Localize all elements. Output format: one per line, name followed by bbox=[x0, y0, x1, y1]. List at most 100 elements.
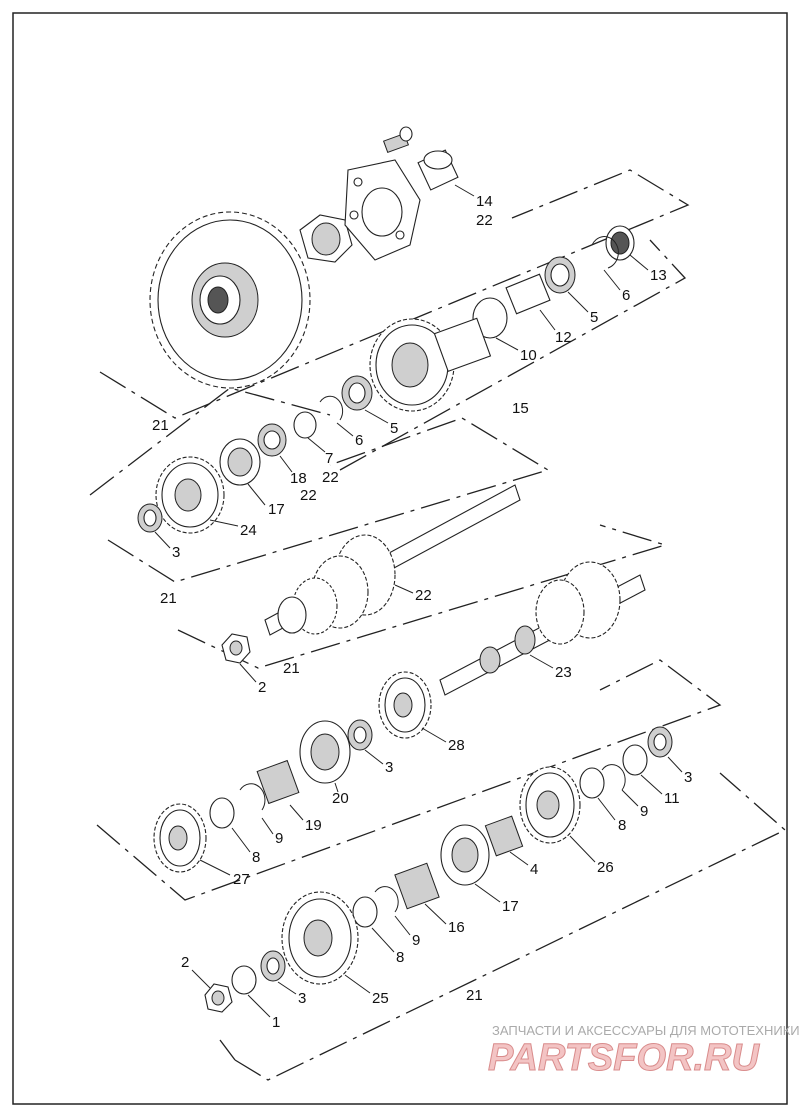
bearing-5b bbox=[341, 375, 373, 411]
label-17: 17 bbox=[268, 501, 285, 518]
group-boundary-mid bbox=[107, 417, 550, 583]
label-24: 24 bbox=[240, 522, 257, 539]
nut-2b bbox=[204, 983, 233, 1013]
mainshaft-22 bbox=[264, 484, 521, 636]
circlip-9c bbox=[374, 886, 399, 913]
label-27: 27 bbox=[233, 871, 250, 888]
label-2: 2 bbox=[181, 954, 189, 971]
bearing-3d bbox=[260, 950, 286, 982]
label-8: 8 bbox=[618, 817, 626, 834]
label-17: 17 bbox=[502, 898, 519, 915]
label-9: 9 bbox=[640, 803, 648, 820]
bearing-3b bbox=[347, 719, 373, 751]
label-16: 16 bbox=[448, 919, 465, 936]
label-15: 15 bbox=[512, 400, 529, 417]
label-10: 10 bbox=[520, 347, 537, 364]
lock-plate bbox=[344, 159, 421, 261]
washer-7 bbox=[293, 411, 317, 439]
seal-13 bbox=[605, 225, 635, 261]
frame bbox=[12, 12, 788, 1105]
dog-ring-17a bbox=[219, 438, 261, 486]
label-25: 25 bbox=[372, 990, 389, 1007]
label-3: 3 bbox=[684, 769, 692, 786]
label-7: 7 bbox=[325, 450, 333, 467]
label-28: 28 bbox=[448, 737, 465, 754]
group-boundary-left bbox=[89, 387, 331, 496]
label-21: 21 bbox=[283, 660, 300, 677]
group-boundary-top bbox=[99, 169, 690, 419]
countershaft-23 bbox=[439, 561, 646, 696]
washer-8b bbox=[579, 767, 605, 799]
label-5: 5 bbox=[390, 420, 398, 437]
watermark-brand: PARTSFOR.RU bbox=[488, 1037, 760, 1079]
gear-25 bbox=[281, 891, 359, 985]
group-boundary-lower bbox=[96, 659, 722, 901]
label-26: 26 bbox=[597, 859, 614, 876]
needle-bearing-19 bbox=[256, 759, 300, 805]
dog-ring-17b bbox=[440, 824, 490, 886]
bushing-16 bbox=[394, 862, 440, 910]
nut-2a bbox=[221, 633, 251, 664]
label-21: 21 bbox=[160, 590, 177, 607]
needle-bearing-18 bbox=[257, 423, 287, 457]
label-12: 12 bbox=[555, 329, 572, 346]
spacer-12 bbox=[505, 273, 551, 315]
label-2: 2 bbox=[258, 679, 266, 696]
label-4: 4 bbox=[530, 861, 538, 878]
gear-24 bbox=[155, 456, 225, 534]
label-8: 8 bbox=[252, 849, 260, 866]
label-9: 9 bbox=[412, 932, 420, 949]
label-8: 8 bbox=[396, 949, 404, 966]
label-19: 19 bbox=[305, 817, 322, 834]
washer-11 bbox=[622, 744, 648, 776]
nut-large bbox=[299, 214, 353, 263]
label-21: 21 bbox=[152, 417, 169, 434]
washer-1 bbox=[231, 965, 257, 995]
dog-ring-20 bbox=[299, 720, 351, 784]
bearing-3c bbox=[647, 726, 673, 758]
label-14: 14 bbox=[476, 193, 493, 210]
label-20: 20 bbox=[332, 790, 349, 807]
label-13: 13 bbox=[650, 267, 667, 284]
label-3: 3 bbox=[172, 544, 180, 561]
label-22: 22 bbox=[415, 587, 432, 604]
bushing-14 bbox=[417, 149, 459, 191]
label-22: 22 bbox=[300, 487, 317, 504]
sprocket bbox=[149, 211, 311, 389]
label-11: 11 bbox=[664, 790, 680, 807]
label-23: 23 bbox=[555, 664, 572, 681]
label-6: 6 bbox=[622, 287, 630, 304]
label-3: 3 bbox=[385, 759, 393, 776]
bearing-5a bbox=[544, 256, 576, 294]
group-boundary-15 bbox=[339, 239, 687, 471]
gear-15 bbox=[369, 317, 492, 412]
label-18: 18 bbox=[290, 470, 307, 487]
label-3: 3 bbox=[298, 990, 306, 1007]
circlip-6b bbox=[319, 395, 344, 421]
circlip-6a bbox=[591, 236, 619, 269]
needle-bearing-4 bbox=[484, 815, 524, 857]
washer-8c bbox=[352, 896, 378, 928]
circlip-9a bbox=[239, 783, 266, 811]
label-22: 22 bbox=[322, 469, 339, 486]
watermark-caption: ЗАПЧАСТИ И АКСЕССУАРЫ ДЛЯ МОТОТЕХНИКИ bbox=[492, 1023, 800, 1038]
circlip-9b bbox=[601, 764, 626, 791]
bearing-3a bbox=[137, 503, 163, 533]
gear-27 bbox=[153, 803, 207, 873]
label-21: 21 bbox=[466, 987, 483, 1004]
group-boundary-shaft bbox=[177, 524, 668, 669]
label-22: 22 bbox=[476, 212, 493, 229]
screw bbox=[382, 126, 413, 154]
group-boundary-bottom-left bbox=[219, 1039, 236, 1061]
label-6: 6 bbox=[355, 432, 363, 449]
label-9: 9 bbox=[275, 830, 283, 847]
washer-8a bbox=[209, 797, 235, 829]
group-boundary-bottom bbox=[234, 772, 787, 1081]
gear-26 bbox=[519, 766, 581, 844]
label-5: 5 bbox=[590, 309, 598, 326]
ring-10 bbox=[472, 297, 508, 339]
gear-28 bbox=[378, 671, 432, 739]
label-1: 1 bbox=[272, 1014, 280, 1031]
